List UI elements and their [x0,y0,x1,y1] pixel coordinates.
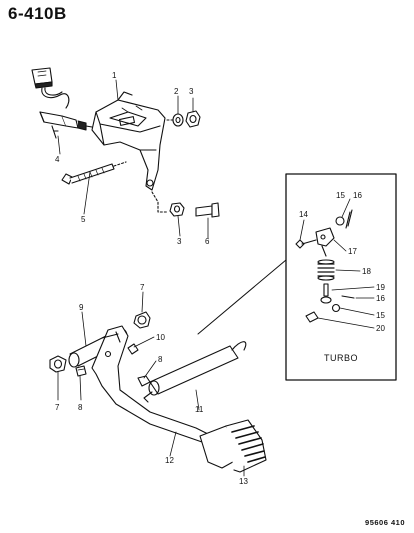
callout-1: 1 [112,71,117,80]
inset-rod-19 [320,283,332,304]
bolt-6 [195,202,220,218]
return-spring-11 [143,341,247,403]
page-reference: 6-410B [8,4,67,23]
inset-clevis-17 [315,227,335,257]
callout-16-top: 16 [353,191,362,200]
bushing-7-upper [133,311,151,329]
inset-pin-16-top [345,209,353,229]
bushing-7-lower [49,355,67,373]
callout-12: 12 [165,456,174,465]
callout-13: 13 [239,477,248,486]
callout-9: 9 [79,303,84,312]
callout-15-top: 15 [336,191,345,200]
callout-4: 4 [55,155,60,164]
stopper-8-right [137,375,151,387]
nut-3-top [185,110,201,128]
stop-lamp-switch-assembly [31,67,93,139]
callout-20: 20 [376,324,385,333]
callout-16-lower: 16 [376,294,385,303]
callout-10: 10 [156,333,165,342]
callout-14: 14 [299,210,308,219]
nut-3-lower [169,202,185,217]
callout-labels: 1 2 3 4 5 3 6 7 9 10 8 7 8 11 12 13 14 1… [55,71,385,486]
inset-washer-15-lower [331,303,341,313]
callout-15-lower: 15 [376,311,385,320]
stopper-8-left [75,365,87,377]
callout-11: 11 [195,405,204,414]
callout-17: 17 [348,247,357,256]
inset-bushing-20 [305,311,319,323]
inset-pin-16-lower [341,295,355,299]
callout-3-top: 3 [189,87,194,96]
callout-18: 18 [362,267,371,276]
leader-lines [57,79,375,477]
turbo-inset-frame [285,173,397,381]
callout-19: 19 [376,283,385,292]
pedal-pad-13 [199,419,267,473]
callout-6: 6 [205,237,210,246]
clutch-pedal-arm-12 [91,325,215,447]
inset-spring-18 [317,259,335,281]
turbo-inset-label: TURBO [324,353,358,363]
bolt-5 [61,163,115,185]
inset-washer-15-top [335,216,345,226]
washer-2 [172,113,184,127]
callout-7-upper: 7 [140,283,145,292]
inset-bolt-14 [295,239,317,249]
callout-5: 5 [81,215,86,224]
pedal-support-bracket [91,91,166,191]
callout-8-left: 8 [78,403,83,412]
callout-8-right: 8 [158,355,163,364]
callout-3-lower: 3 [177,237,182,246]
callout-7-lower: 7 [55,403,60,412]
callout-2: 2 [174,87,179,96]
document-code: 95606 410 [365,518,405,527]
